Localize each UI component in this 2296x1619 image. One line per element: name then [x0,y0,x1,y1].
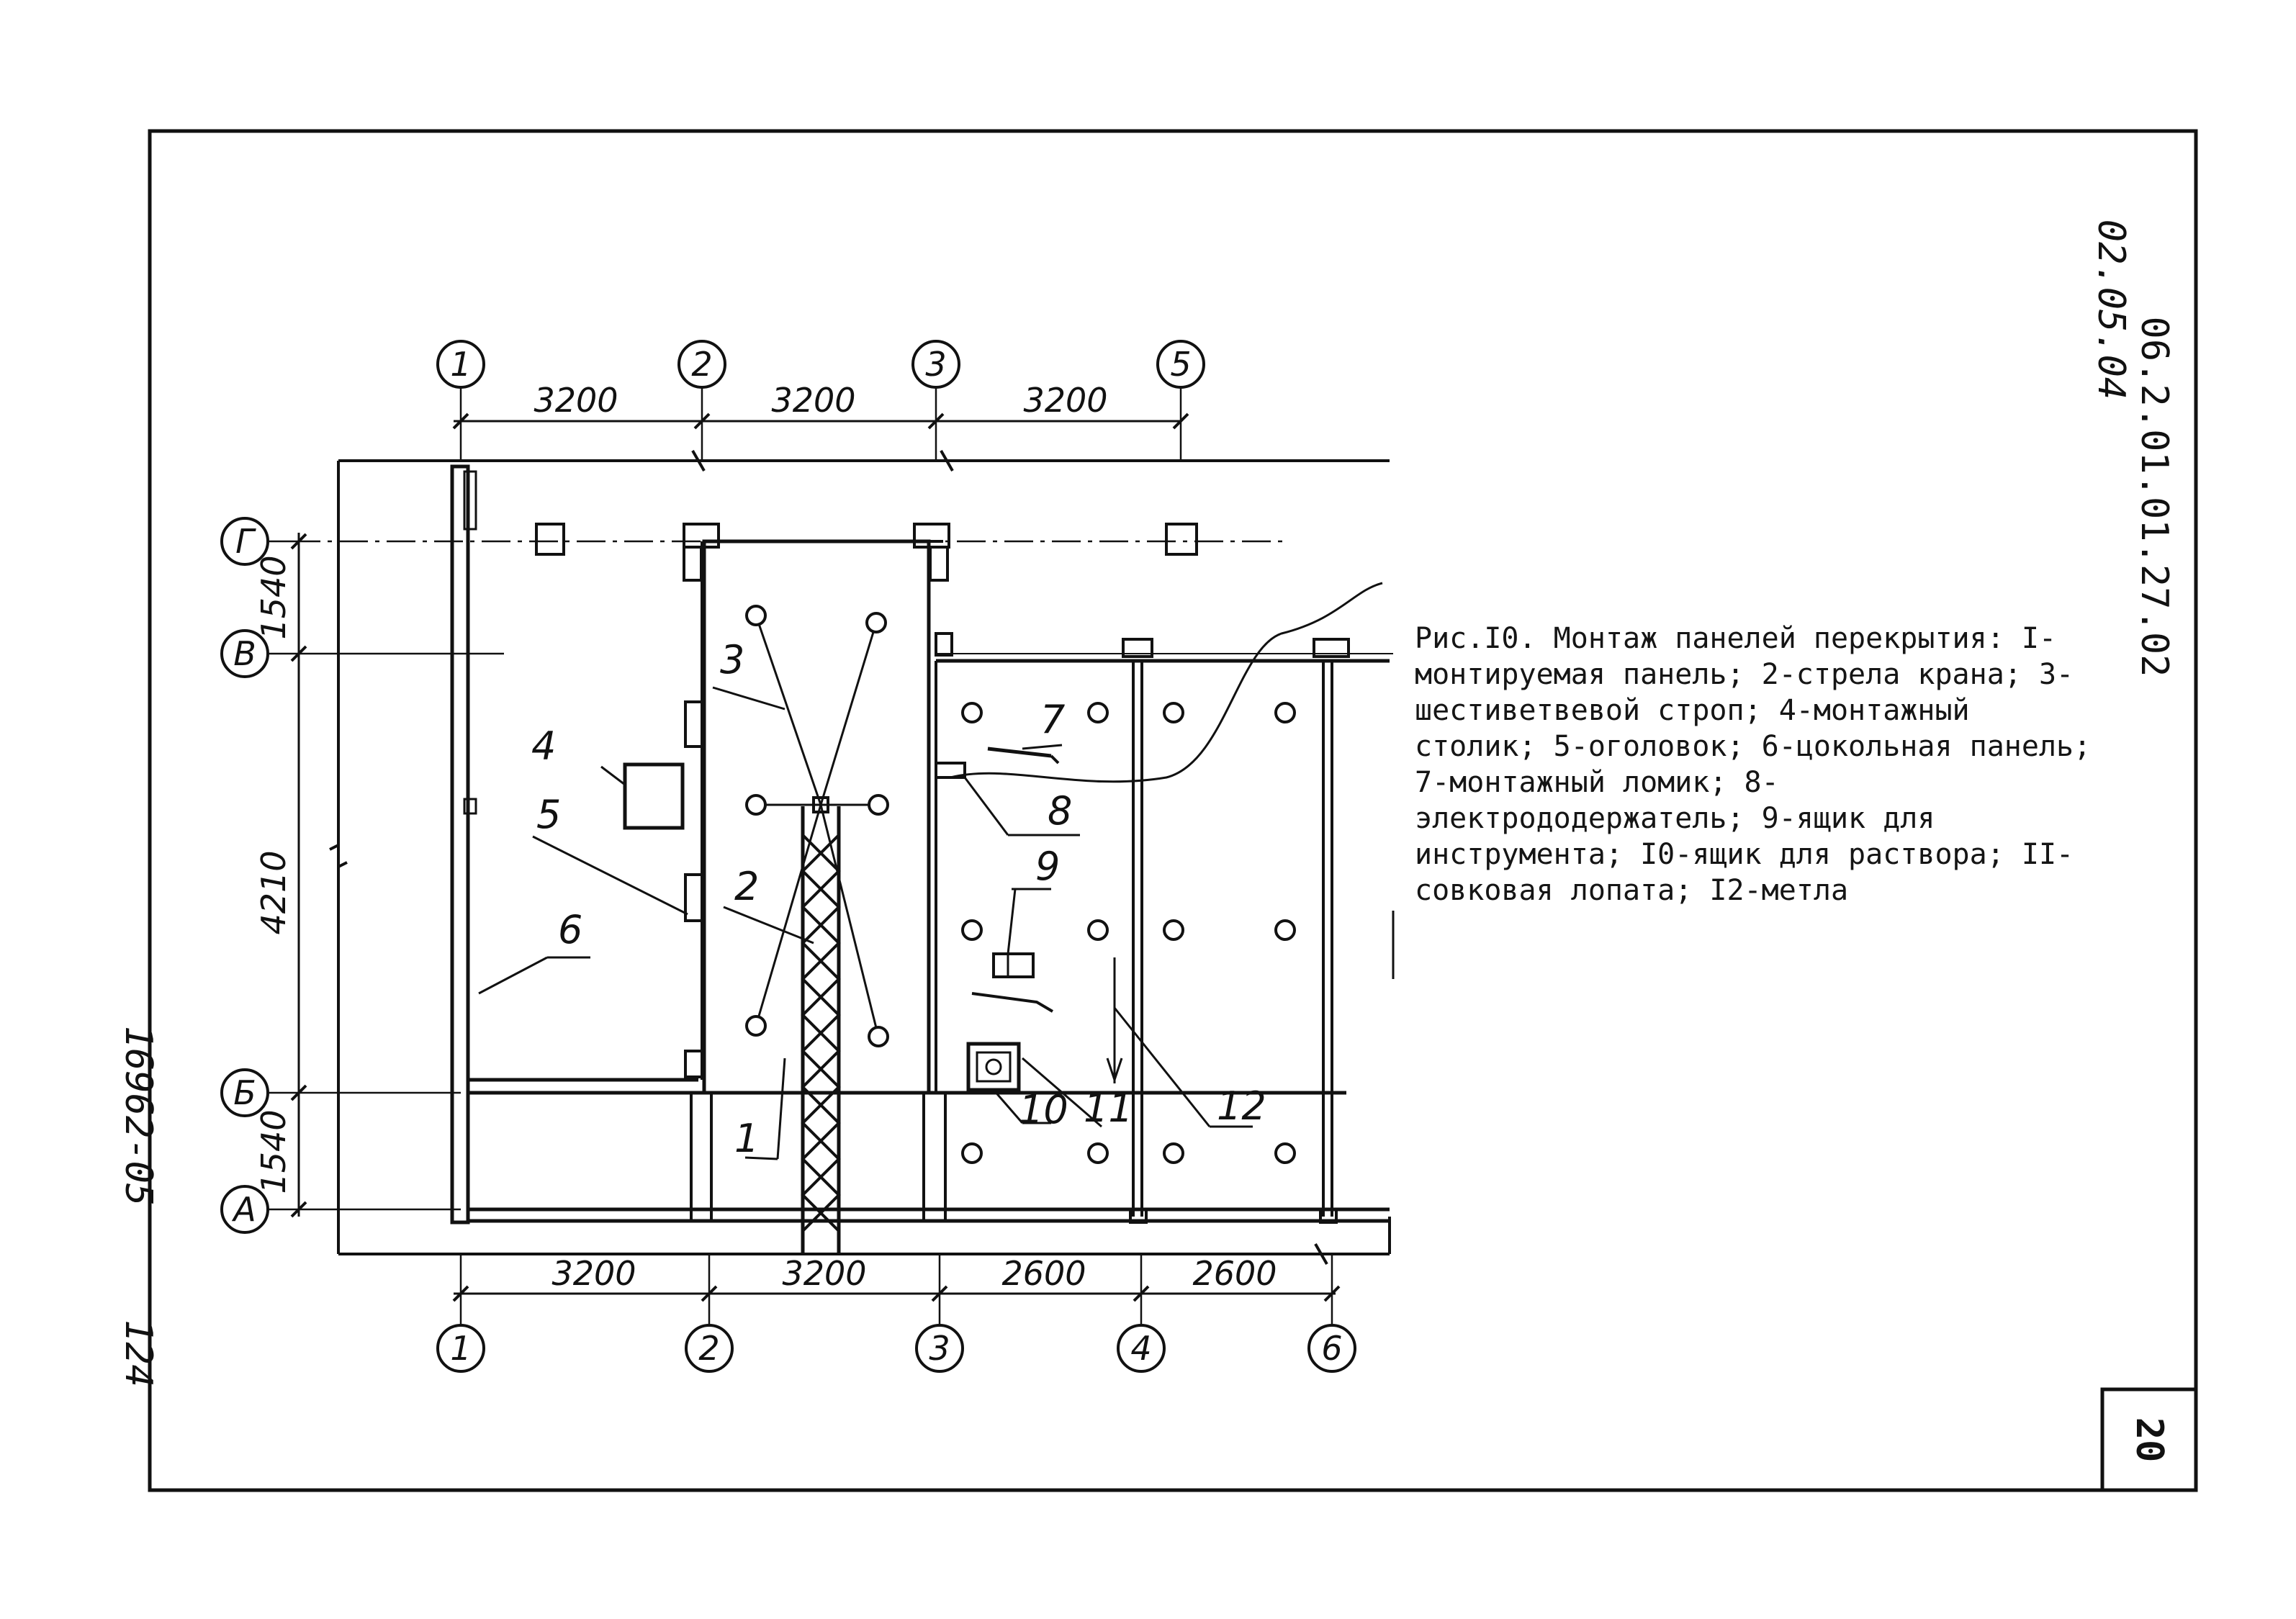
axis-left-G: Г [235,522,256,561]
dim-left-3: 1540 [254,1109,293,1194]
dim-bottom-4: 2600 [1192,1254,1277,1293]
callout-8: 8 [1048,788,1072,834]
axis-bubbles-top [436,340,1205,389]
sheet-frame [148,129,2198,1492]
callout-6: 6 [558,907,582,952]
callout-4: 4 [531,723,556,769]
callout-12: 12 [1217,1083,1266,1129]
axis-bubbles-bottom [436,1324,1356,1373]
slab-loops [961,702,1296,1164]
axis-bottom-2: 2 [698,1329,719,1368]
axis-top-2: 2 [691,345,712,384]
dim-left-1: 1540 [254,555,293,639]
axis-top-3: 3 [925,345,946,384]
mounting-table [623,762,685,830]
leader-lines [478,686,1253,1160]
doc-code-line1: 06.2.01.01.27.02 [2133,317,2176,677]
callout-10: 10 [1019,1087,1068,1132]
axis-left-A: А [231,1190,256,1229]
axis-left-B: Б [233,1073,256,1112]
lifting-loops [745,605,889,1047]
axis-bottom-3: 3 [929,1329,950,1368]
axis-top-1: 1 [450,345,471,384]
sheet-number-box [2100,1387,2198,1492]
callout-2: 2 [734,864,759,909]
callout-9: 9 [1035,844,1060,889]
dim-bottom-1: 3200 [552,1254,636,1293]
axis-bottom-6: 6 [1321,1329,1342,1368]
axis-bubbles-left [220,517,269,1234]
axis-left-V: В [233,634,256,673]
axis-bottom-1: 1 [450,1329,471,1368]
page-number: 124 [117,1320,160,1387]
left-code: 16962-05 [117,1026,160,1206]
dim-top-1: 3200 [534,381,618,420]
axis-bottom-4: 4 [1130,1329,1151,1368]
callout-5: 5 [536,792,561,837]
figure-caption: Рис.I0. Монтаж панелей перекрытия: I-мон… [1415,622,2092,907]
sheet-number: 20 [2128,1417,2171,1463]
tool-box [992,952,1035,978]
dim-top-3: 3200 [1023,381,1107,420]
dim-bottom-3: 2600 [1001,1254,1086,1293]
callout-11: 11 [1084,1086,1133,1131]
callout-3: 3 [720,637,744,682]
callout-1: 1 [734,1116,759,1161]
axis-top-5: 5 [1170,345,1191,384]
dim-bottom-2: 3200 [782,1254,866,1293]
dim-top-2: 3200 [771,381,855,420]
callout-7: 7 [1040,697,1065,742]
floor-plan [268,385,1395,1328]
sling [755,615,880,1037]
doc-code-line2: 02.05.04 [2089,220,2133,400]
dim-left-2: 4210 [254,850,293,934]
